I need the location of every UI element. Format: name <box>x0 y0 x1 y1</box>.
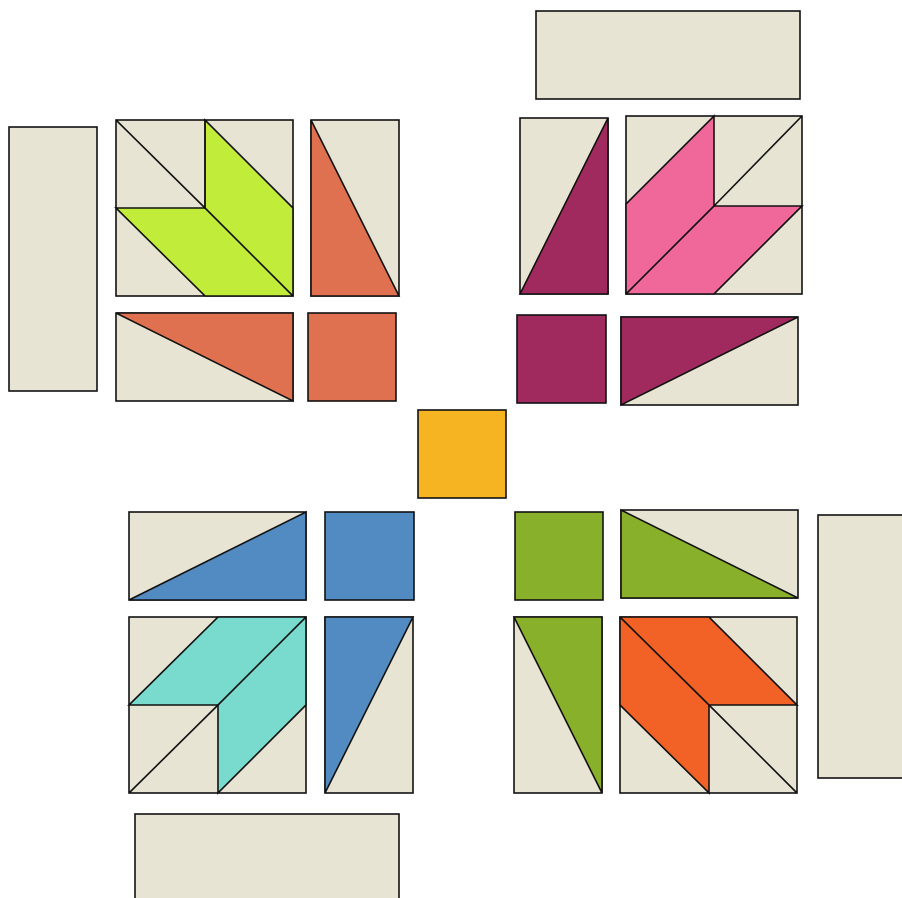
sashing-strip-top <box>536 11 800 99</box>
sashing-strip-bottom <box>135 814 399 898</box>
accent-square-bottom-left <box>325 512 414 600</box>
block-top-right <box>517 116 802 405</box>
block-top-left <box>116 120 399 401</box>
accent-square-bottom-right <box>515 512 603 600</box>
accent-square-top-left <box>308 313 396 401</box>
sashing-strip-left <box>9 127 97 391</box>
center-square <box>418 410 506 498</box>
block-bottom-right <box>514 510 798 793</box>
sashing-strip-right <box>818 515 902 778</box>
block-bottom-left <box>129 512 414 793</box>
accent-square-top-right <box>517 315 606 403</box>
